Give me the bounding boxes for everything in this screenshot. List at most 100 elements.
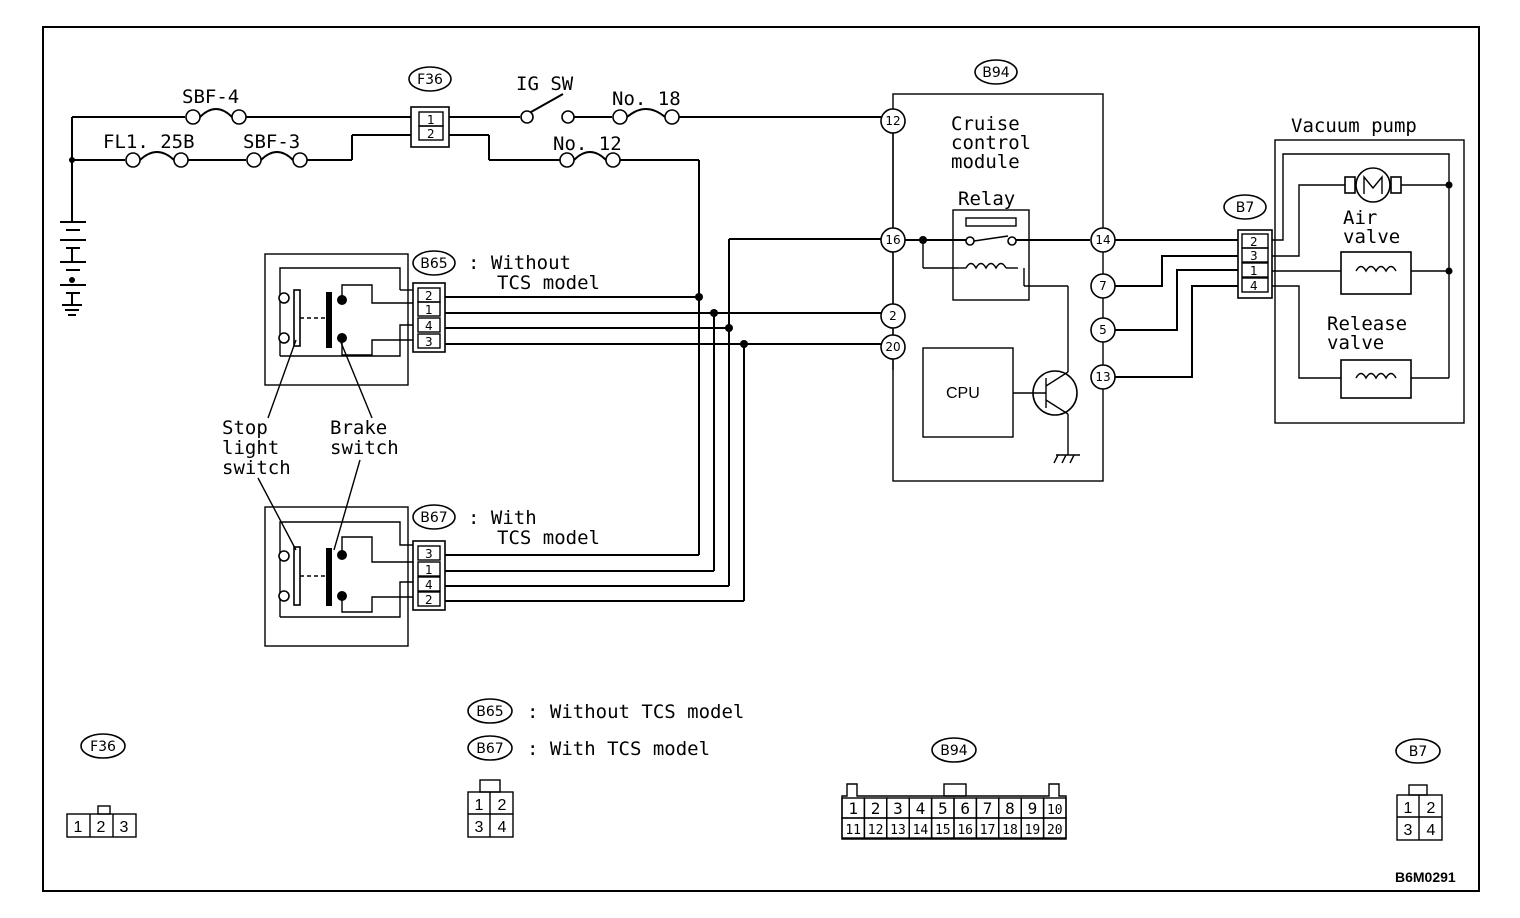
power-supply <box>60 108 411 316</box>
module-pin-13: 13 <box>1095 370 1110 384</box>
f36-bubble-label: F36 <box>417 72 443 88</box>
b67-pin-d: 2 <box>425 593 433 607</box>
b65-face-pin-1: 1 <box>475 797 484 814</box>
brake-switch-label-2: switch <box>330 437 399 459</box>
b7-pin-d: 4 <box>1250 279 1258 293</box>
relay-label: Relay <box>958 188 1015 210</box>
vacuum-pump-assembly <box>1272 139 1465 424</box>
b94-face-pin-14: 14 <box>913 823 929 838</box>
module-title-line1: Cruise <box>951 113 1020 135</box>
b94-bubble-label: B94 <box>982 65 1010 81</box>
f36-face-pin-3: 3 <box>120 819 129 836</box>
b67-bubble-label: B67 <box>420 510 447 526</box>
module-pin-16: 16 <box>885 233 900 247</box>
f36-face-bubble: F36 <box>90 739 116 755</box>
f36-connector: 1 2 F36 <box>408 66 452 148</box>
air-valve-label-2: valve <box>1343 226 1400 248</box>
b67-switch-assembly: 3 1 4 2 B67 <box>264 504 456 647</box>
b94-face-pin-1: 1 <box>848 799 858 818</box>
b94-face-pin-2: 2 <box>871 799 881 818</box>
b94-face-pin-13: 13 <box>890 823 906 838</box>
f36-face-view: F36 1 2 3 <box>66 733 137 838</box>
f36-face-pin-1: 1 <box>74 819 83 836</box>
b94-face-pin-6: 6 <box>960 799 970 818</box>
trunk-wires <box>713 238 881 601</box>
fuse-no12-label: No. 12 <box>553 133 622 155</box>
b94-face-bubble: B94 <box>940 743 968 759</box>
ig-switch-circuit <box>449 93 881 125</box>
b7-face-bubble: B7 <box>1409 744 1428 760</box>
figure-code: B6M0291 <box>1395 869 1456 885</box>
legend: B65 B67 <box>467 698 513 761</box>
module-title-line3: module <box>951 151 1020 173</box>
fuse-sbf3-label: SBF-3 <box>243 131 300 153</box>
legend-b67-bubble: B67 <box>476 741 503 757</box>
fuse-no18-label: No. 18 <box>612 88 681 110</box>
b94-face-pin-12: 12 <box>868 823 884 838</box>
b94-face-pin-18: 18 <box>1002 823 1018 838</box>
module-to-b7-wires <box>1115 239 1240 378</box>
diagram-frame <box>42 26 1480 892</box>
b94-face-pin-10: 10 <box>1047 803 1063 818</box>
stop-light-label-3: switch <box>222 457 291 479</box>
b7-face-pin-4: 4 <box>1427 822 1436 839</box>
no12-circuit <box>449 134 703 555</box>
b65-face-pin-2: 2 <box>498 797 507 814</box>
b65-switch-assembly: 2 1 4 3 B65 <box>264 250 456 386</box>
b65-face-pin-4: 4 <box>498 819 507 836</box>
b94-face-pin-4: 4 <box>916 799 926 818</box>
fuse-fl-label: FL1. 25B <box>103 131 195 153</box>
release-valve-label-1: Release <box>1327 313 1407 335</box>
fuse-sbf4-label: SBF-4 <box>182 86 239 108</box>
b7-connector: B7 2 3 1 4 <box>1223 194 1273 299</box>
ig-switch-label: IG SW <box>516 73 574 95</box>
b94-face-pin-20: 20 <box>1047 823 1063 838</box>
vacuum-pump-title: Vacuum pump <box>1291 115 1417 137</box>
b65-pin-c: 4 <box>425 319 433 333</box>
b65-pin-d: 3 <box>425 335 433 349</box>
module-title-line2: control <box>951 132 1031 154</box>
stop-light-label-2: light <box>222 437 279 459</box>
b65-pin-b: 1 <box>425 303 433 317</box>
module-pin-7: 7 <box>1099 279 1107 293</box>
b94-face-pin-8: 8 <box>1005 799 1015 818</box>
b94-face-pin-11: 11 <box>845 823 861 838</box>
legend-b67-text: : With TCS model <box>527 738 710 760</box>
cpu-label: CPU <box>946 385 980 402</box>
b94-face-pin-9: 9 <box>1028 799 1038 818</box>
b7-pin-a: 2 <box>1250 235 1258 249</box>
b67-note-line2: TCS model <box>497 527 600 549</box>
b65-pin-a: 2 <box>425 289 433 303</box>
module-pin-2: 2 <box>889 309 897 323</box>
legend-b65-bubble: B65 <box>476 704 503 720</box>
b94-face-pin-19: 19 <box>1025 823 1041 838</box>
b65-wires <box>445 296 881 348</box>
b67-pin-a: 3 <box>425 547 433 561</box>
module-pin-14: 14 <box>1095 233 1110 247</box>
b67-pin-b: 1 <box>425 563 433 577</box>
b65-face-pin-3: 3 <box>475 819 484 836</box>
b7-face-view: B7 1 2 3 4 <box>1395 738 1443 841</box>
b7-pin-b: 3 <box>1250 249 1258 263</box>
switch-callouts <box>257 339 373 551</box>
release-valve-label-2: valve <box>1327 332 1384 354</box>
b94-face-pin-17: 17 <box>980 823 996 838</box>
b67-note-line1: : With <box>468 507 537 529</box>
b7-face-pin-3: 3 <box>1404 822 1413 839</box>
cruise-control-module: B94 12 <box>880 59 1116 482</box>
b94-face-cell <box>1042 817 1067 839</box>
b7-face-pin-1: 1 <box>1404 800 1413 817</box>
b7-bubble-label: B7 <box>1236 200 1255 216</box>
b94-face-pin-3: 3 <box>893 799 903 818</box>
b65-note-line1: : Without <box>468 252 571 274</box>
module-pin-5: 5 <box>1099 323 1107 337</box>
b7-pin-c: 1 <box>1250 264 1258 278</box>
module-pin-12: 12 <box>885 114 900 128</box>
stop-light-label-1: Stop <box>222 417 268 439</box>
f36-pin-2: 2 <box>427 127 435 141</box>
air-valve-label-1: Air <box>1343 207 1377 229</box>
b67-wires <box>445 554 744 602</box>
b65-bubble-label: B65 <box>420 256 447 272</box>
f36-pin-1: 1 <box>427 113 435 127</box>
